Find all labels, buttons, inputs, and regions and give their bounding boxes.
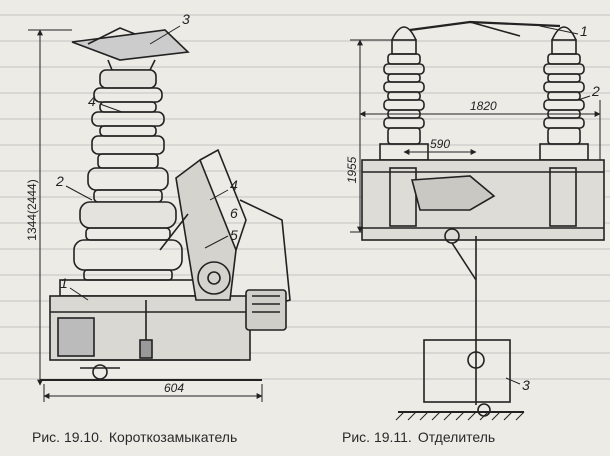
caption-fig-19-11-label: Рис. 19.11. (342, 429, 412, 445)
caption-fig-19-11: Рис. 19.11. Отделитель (342, 429, 501, 445)
drive-mechanism (139, 148, 291, 359)
fig-19-10-part-2: 2 (55, 173, 64, 189)
figure-19-11-drawing (350, 20, 605, 421)
fig-19-11-height-dim: 1955 (345, 156, 359, 183)
caption-fig-19-10: Рис. 19.10. Короткозамыкатель (32, 429, 243, 445)
right-insulator (539, 26, 589, 161)
fig-19-11-width-dim: 1820 (470, 99, 497, 113)
caption-fig-19-10-label: Рис. 19.10. (32, 429, 103, 445)
fig-19-10-part-4a: 4 (88, 93, 96, 109)
caption-fig-19-11-title: Отделитель (417, 429, 496, 445)
fig-19-11-part-2: 2 (591, 83, 600, 99)
fig-19-11-part-1: 1 (580, 23, 588, 39)
insulator-column (73, 69, 183, 281)
fig-19-10-part-6: 6 (230, 205, 238, 221)
left-insulator (379, 26, 429, 161)
fig-19-11-part-3: 3 (522, 377, 530, 393)
fig-19-10-height-dim: 1344(2444) (25, 179, 39, 240)
fig-19-10-width-dim: 604 (164, 381, 184, 395)
fig-19-11-offset-dim: 590 (430, 137, 450, 151)
dimension-lines-fig-19-11 (350, 39, 601, 233)
dimension-lines-fig-19-10 (28, 29, 263, 402)
drive-linkage (410, 175, 496, 417)
drive-box (423, 339, 511, 403)
fig-19-10-part-5: 5 (230, 227, 238, 243)
fig-19-10-part-4b: 4 (230, 177, 238, 193)
figure-19-10-drawing (28, 25, 291, 402)
fig-19-10-part-3: 3 (182, 11, 190, 27)
fig-19-10-part-1: 1 (60, 275, 68, 291)
caption-fig-19-10-title: Короткозамыкатель (108, 429, 238, 445)
ground-hatch (395, 411, 525, 421)
